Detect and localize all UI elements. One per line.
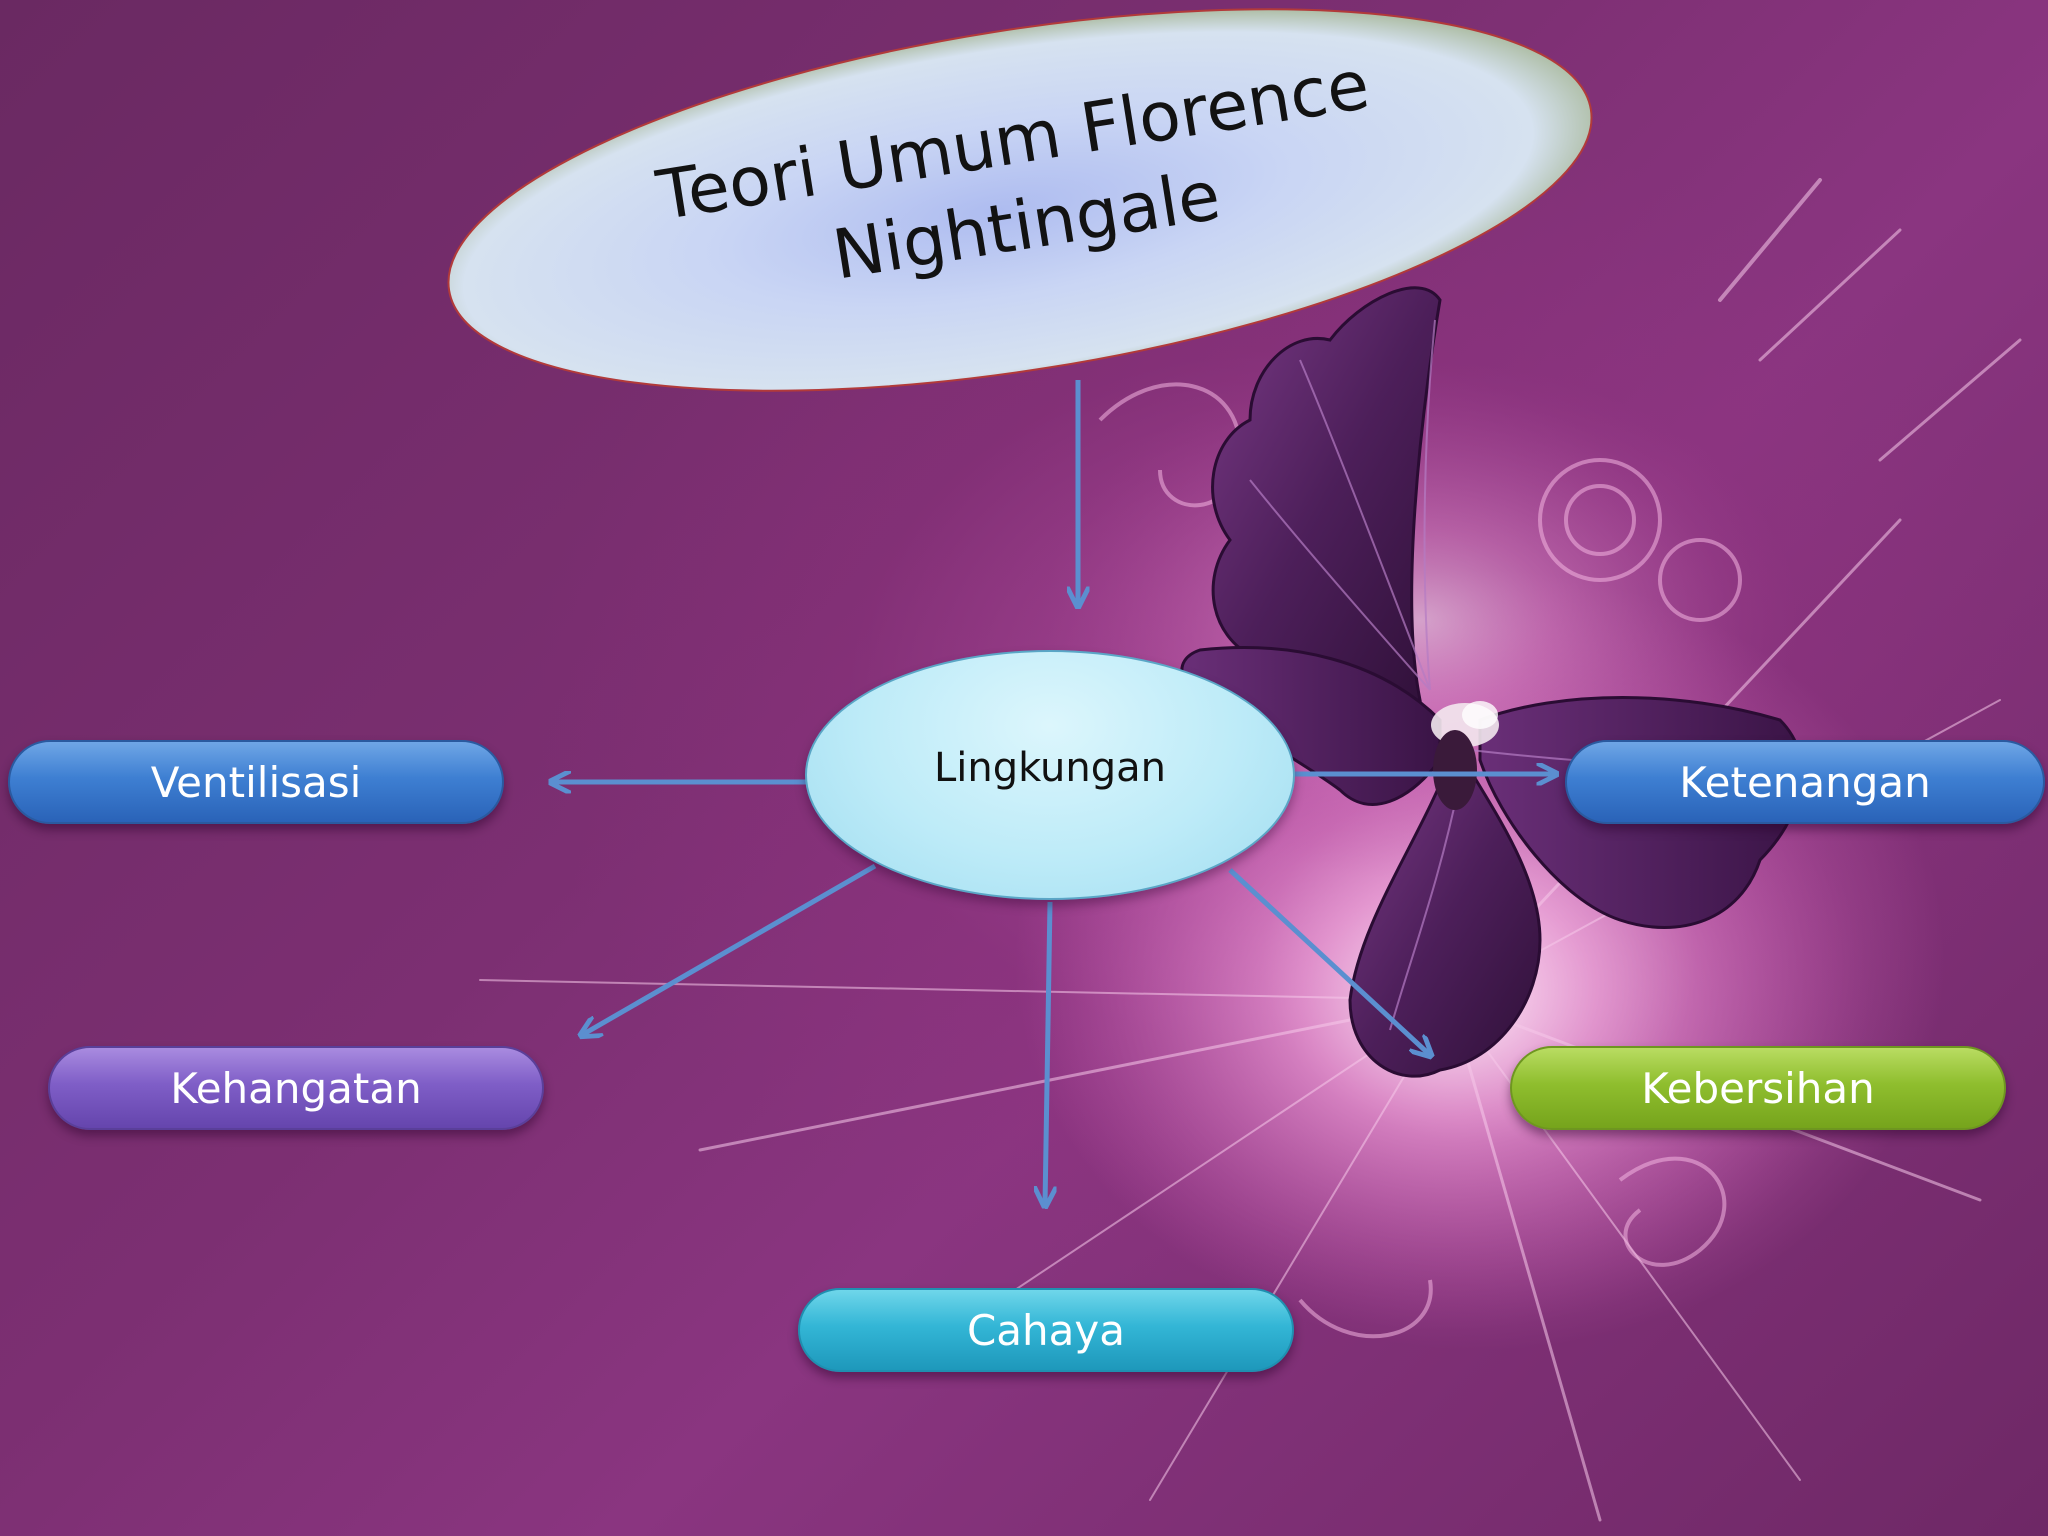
arrow-to-kebersihan — [1228, 868, 1430, 1055]
arrow-to-cahaya — [1045, 901, 1050, 1205]
center-node-label: Lingkungan — [933, 745, 1167, 791]
title-shape: Teori Umum Florence Nightingale — [430, 8, 1610, 393]
node-kebersihan: Kebersihan — [1510, 1046, 2006, 1130]
node-kehangatan-label: Kehangatan — [170, 1063, 422, 1113]
arrow-to-kehangatan — [582, 863, 877, 1035]
node-kebersihan-label: Kebersihan — [1641, 1063, 1875, 1113]
node-ketenangan-label: Ketenangan — [1679, 757, 1931, 807]
node-cahaya: Cahaya — [798, 1288, 1294, 1372]
center-node-lingkungan: Lingkungan — [805, 650, 1295, 900]
node-ketenangan: Ketenangan — [1565, 740, 2045, 824]
node-ventilisasi-label: Ventilisasi — [150, 757, 362, 807]
node-kehangatan: Kehangatan — [48, 1046, 544, 1130]
node-ventilisasi: Ventilisasi — [8, 740, 504, 824]
node-cahaya-label: Cahaya — [966, 1305, 1125, 1355]
